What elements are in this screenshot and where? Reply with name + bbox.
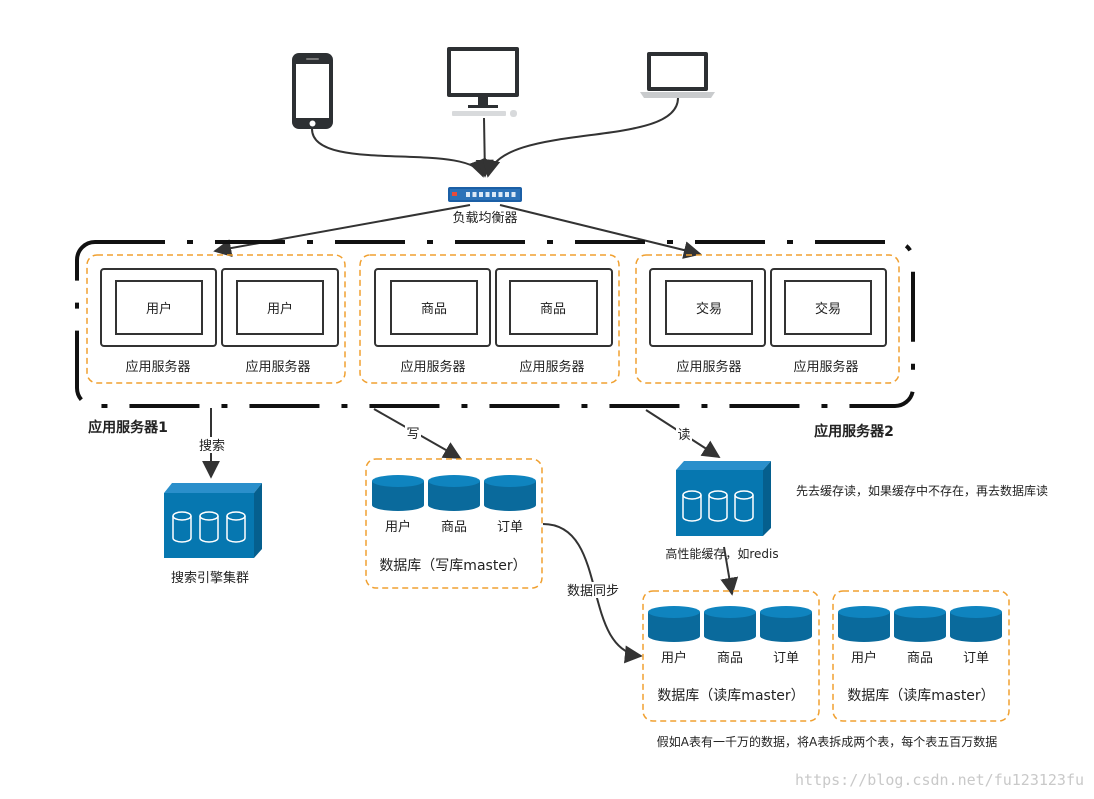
server-module-label: 用户 xyxy=(146,301,172,317)
search-edge-label: 搜索 xyxy=(199,439,225,454)
cache-label: 高性能缓存，如redis xyxy=(665,546,778,561)
read-edge-label: 读 xyxy=(677,428,690,443)
db-table-label: 订单 xyxy=(773,651,799,666)
server-label: 应用服务器 xyxy=(793,359,858,375)
db-cylinder-icon xyxy=(226,511,246,543)
db-table-label: 商品 xyxy=(441,520,467,535)
server-label: 应用服务器 xyxy=(125,359,190,375)
switch-icon xyxy=(448,187,522,202)
lb-to-group3 xyxy=(499,204,702,259)
db-cylinder-icon xyxy=(734,490,754,522)
app-group-user xyxy=(86,254,346,384)
server-label: 应用服务器 xyxy=(519,359,584,375)
desktop-link xyxy=(475,117,494,178)
read-db-tables: 用户 商品 订单 xyxy=(838,606,1002,666)
app-server: 用户 应用服务器 xyxy=(100,268,217,375)
server-label: 应用服务器 xyxy=(676,359,741,375)
server-module-label: 商品 xyxy=(421,302,447,317)
cache-to-read-db-edge xyxy=(720,546,739,596)
db-table-icon xyxy=(894,606,946,642)
db-cylinder-icon xyxy=(682,490,702,522)
db-table-icon xyxy=(950,606,1002,642)
app-server: 交易 应用服务器 xyxy=(770,268,887,375)
app-server: 交易 应用服务器 xyxy=(649,268,766,375)
db-table-label: 订单 xyxy=(963,651,989,666)
phone-icon xyxy=(292,53,333,129)
search-cluster-icon xyxy=(164,483,262,558)
db-table-icon xyxy=(838,606,890,642)
db-table-icon xyxy=(704,606,756,642)
server-module-label: 商品 xyxy=(540,302,566,317)
db-table-label: 商品 xyxy=(907,651,933,666)
load-balancer-label: 负载均衡器 xyxy=(452,211,517,226)
write-db-label: 数据库（写库master） xyxy=(379,558,526,574)
db-table-icon xyxy=(760,606,812,642)
app-server: 商品 应用服务器 xyxy=(495,268,613,375)
server-module-label: 交易 xyxy=(696,301,722,317)
db-table-label: 用户 xyxy=(385,519,411,535)
desktop-icon xyxy=(447,47,519,117)
app-group-trade xyxy=(635,254,900,384)
db-table-label: 用户 xyxy=(661,650,687,666)
cache-icon xyxy=(676,461,771,536)
laptop-icon xyxy=(640,52,715,98)
cluster-label-right: 应用服务器2 xyxy=(814,423,894,440)
write-edge-label: 写 xyxy=(406,427,419,442)
read-db-label: 数据库（读库master） xyxy=(657,687,804,704)
read-db-tables: 用户 商品 订单 xyxy=(648,606,812,666)
read-db-label: 数据库（读库master） xyxy=(847,687,994,704)
db-table-label: 商品 xyxy=(717,651,743,666)
server-label: 应用服务器 xyxy=(400,359,465,375)
watermark-text: https://blog.csdn.net/fu123123fu xyxy=(795,771,1084,789)
server-module-label: 交易 xyxy=(815,301,841,317)
read-db-box-1 xyxy=(642,590,820,722)
db-table-label: 订单 xyxy=(497,520,523,535)
app-cluster-border xyxy=(75,240,915,408)
search-cluster-label: 搜索引擎集群 xyxy=(171,570,249,586)
write-db-tables: 用户 商品 订单 xyxy=(372,475,536,535)
db-table-icon xyxy=(428,475,480,511)
db-table-icon xyxy=(648,606,700,642)
read-db-box-2 xyxy=(832,590,1010,722)
db-cylinder-icon xyxy=(172,511,192,543)
laptop-link xyxy=(482,97,679,178)
db-cylinder-icon xyxy=(708,490,728,522)
cache-note: 先去缓存读，如果缓存中不存在，再去数据库读 xyxy=(796,483,1048,498)
app-server: 商品 应用服务器 xyxy=(374,268,491,375)
db-cylinder-icon xyxy=(199,511,219,543)
server-label: 应用服务器 xyxy=(245,359,310,375)
sharding-note: 假如A表有一千万的数据，将A表拆成两个表，每个表五百万数据 xyxy=(657,734,997,749)
server-module-label: 用户 xyxy=(267,301,293,317)
sync-edge-label: 数据同步 xyxy=(567,584,619,599)
write-db-box xyxy=(365,458,543,589)
app-server: 用户 应用服务器 xyxy=(221,268,339,375)
db-table-label: 用户 xyxy=(851,650,877,666)
db-table-icon xyxy=(372,475,424,511)
cluster-label-left: 应用服务器1 xyxy=(88,419,168,436)
phone-link xyxy=(311,128,486,178)
db-table-icon xyxy=(484,475,536,511)
lb-to-group1 xyxy=(213,204,471,257)
